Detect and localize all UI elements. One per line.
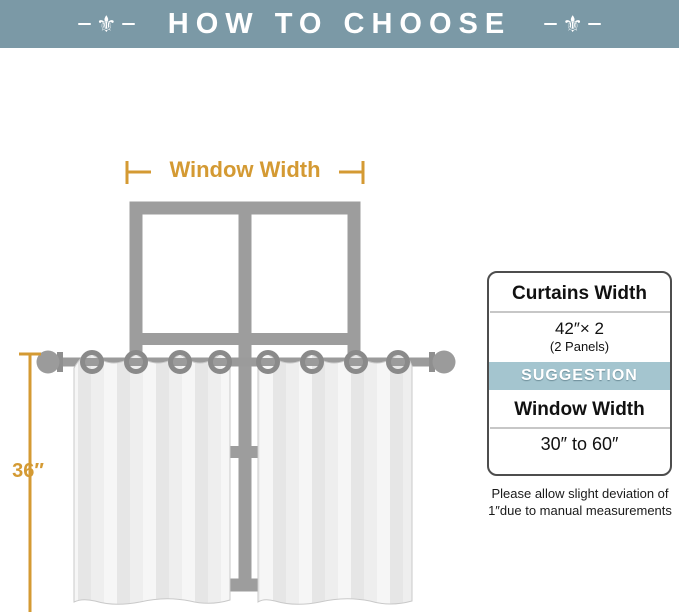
grommet-icon	[344, 350, 368, 374]
rod-finial-left	[36, 350, 60, 374]
fleur-line	[588, 23, 601, 25]
fleur-de-lis-icon: ⚜	[562, 10, 583, 37]
note-line-1: Please allow slight deviation of	[491, 486, 669, 501]
curtain-height-label: 36″	[12, 460, 44, 482]
divider	[489, 427, 670, 429]
divider	[489, 311, 670, 313]
height-measure-line	[19, 352, 41, 612]
measurement-note: Please allow slight deviation of 1″due t…	[483, 485, 677, 519]
grommet-icon	[124, 350, 148, 374]
grommet-icon	[386, 350, 410, 374]
window-width-measure-line	[125, 161, 365, 184]
suggestion-label: SUGGESTION	[521, 367, 638, 384]
curtains-width-value: 42″× 2	[554, 319, 605, 338]
grommet-icon	[208, 350, 232, 374]
curtain-panel-left	[73, 353, 231, 605]
curtains-width-title: Curtains Width	[512, 283, 647, 304]
fleur-de-lis-icon: ⚜	[96, 10, 117, 37]
window-width-label: Window Width	[169, 157, 321, 182]
curtain-panel-right	[257, 353, 413, 605]
grommet-icons	[80, 350, 410, 374]
fleur-decoration-left: ⚜	[78, 0, 135, 48]
size-info-box: Curtains Width 42″× 2 (2 Panels) SUGGEST…	[487, 271, 672, 476]
banner-title: HOW TO CHOOSE	[167, 8, 512, 40]
rod-finial-right	[432, 350, 456, 374]
grommet-icon	[256, 350, 280, 374]
fleur-decoration-right: ⚜	[544, 0, 601, 48]
fleur-line	[78, 23, 91, 25]
banner: ⚜ HOW TO CHOOSE ⚜	[0, 0, 679, 48]
fleur-line	[544, 23, 558, 25]
suggestion-band: SUGGESTION	[489, 362, 670, 390]
grommet-icon	[80, 350, 104, 374]
curtains-panels-note: (2 Panels)	[549, 339, 610, 354]
fleur-line	[121, 23, 135, 25]
window-width-value: 30″ to 60″	[540, 434, 619, 454]
grommet-icon	[168, 350, 192, 374]
window-width-title: Window Width	[514, 399, 645, 420]
grommet-icon	[300, 350, 324, 374]
note-line-2: 1″due to manual measurements	[488, 503, 672, 518]
